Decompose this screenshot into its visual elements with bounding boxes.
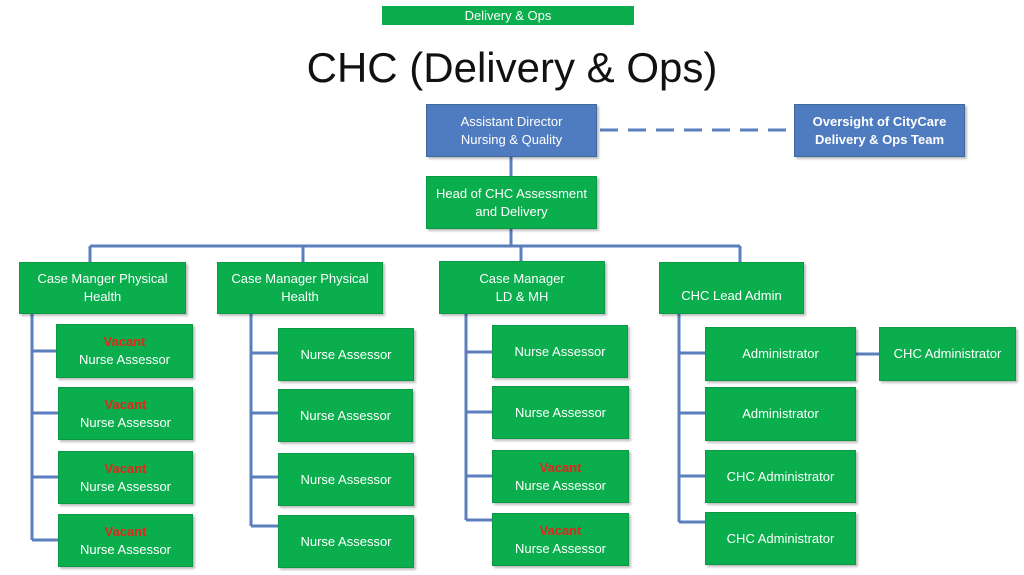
staff-box: Vacant Nurse Assessor — [58, 387, 193, 440]
role-label: Administrator — [742, 406, 819, 421]
vacant-label: Vacant — [539, 459, 582, 475]
role-label: Nurse Assessor — [514, 404, 607, 420]
manager-box-col3: Case Manager LD & MH — [439, 261, 605, 314]
box-line: and Delivery — [475, 203, 548, 219]
oversight-box: Oversight of CityCare Delivery & Ops Tea… — [794, 104, 965, 157]
vacant-label: Vacant — [104, 396, 147, 412]
role-label: CHC Administrator — [726, 468, 835, 484]
role-label: Administrator — [742, 346, 819, 361]
box-line: Case Manager — [479, 270, 565, 286]
vacant-label: Vacant — [104, 523, 147, 539]
staff-box: Nurse Assessor — [278, 515, 414, 568]
vacant-label: Vacant — [103, 334, 146, 349]
role-label: Nurse Assessor — [300, 533, 392, 549]
role-label: CHC Administrator — [893, 346, 1002, 361]
role-label: Nurse Assessor — [514, 477, 607, 493]
staff-box: Nurse Assessor — [492, 325, 628, 378]
manager-box-col2: Case Manager Physical Health — [217, 262, 383, 314]
head-of-chc-box: Head of CHC Assessment and Delivery — [426, 176, 597, 229]
manager-box-col1: Case Manger Physical Health — [19, 262, 186, 314]
box-line: Delivery & Ops Team — [814, 131, 945, 147]
staff-box: Vacant Nurse Assessor — [492, 450, 629, 503]
box-line: Oversight of CityCare — [812, 113, 947, 129]
role-label: Nurse Assessor — [79, 478, 172, 494]
role-label: Nurse Assessor — [79, 541, 172, 557]
staff-box: CHC Administrator — [705, 512, 856, 565]
box-line: LD & MH — [495, 288, 549, 304]
staff-box: CHC Administrator — [705, 450, 856, 503]
staff-box: Vacant Nurse Assessor — [58, 514, 193, 567]
staff-box: Vacant Nurse Assessor — [492, 513, 629, 566]
page-title: CHC (Delivery & Ops) — [306, 44, 718, 91]
box-line: Health — [281, 289, 319, 304]
role-label: Nurse Assessor — [79, 414, 172, 430]
role-label: Nurse Assessor — [300, 346, 392, 362]
vacant-label: Vacant — [104, 460, 147, 476]
role-label: Nurse Assessor — [514, 540, 607, 556]
box-line: CHC Lead Admin — [681, 288, 782, 303]
staff-box: Administrator — [705, 387, 856, 441]
role-label: Nurse Assessor — [300, 471, 392, 487]
staff-box: Nurse Assessor — [278, 389, 413, 442]
box-line: Nursing & Quality — [460, 131, 563, 147]
box-line: Health — [83, 289, 122, 304]
side-admin-box: CHC Administrator — [879, 327, 1016, 381]
staff-box: Vacant Nurse Assessor — [56, 324, 193, 378]
assistant-director-box: Assistant Director Nursing & Quality — [426, 104, 597, 157]
staff-box: Nurse Assessor — [492, 386, 629, 439]
role-label: Nurse Assessor — [514, 343, 606, 359]
box-line: Case Manager Physical — [231, 271, 369, 286]
role-label: Nurse Assessor — [78, 352, 171, 367]
staff-box: Nurse Assessor — [278, 453, 414, 506]
role-label: Nurse Assessor — [299, 407, 392, 423]
staff-box: Vacant Nurse Assessor — [58, 451, 193, 504]
staff-box: Administrator — [705, 327, 856, 381]
manager-box-col4: CHC Lead Admin — [659, 262, 804, 314]
vacant-label: Vacant — [539, 522, 582, 538]
staff-box: Nurse Assessor — [278, 328, 414, 381]
section-tag: Delivery & Ops — [382, 6, 634, 25]
box-line: Head of CHC Assessment — [435, 185, 587, 201]
role-label: CHC Administrator — [726, 530, 835, 546]
box-line: Case Manger Physical — [37, 271, 168, 286]
box-line: Assistant Director — [460, 113, 563, 129]
